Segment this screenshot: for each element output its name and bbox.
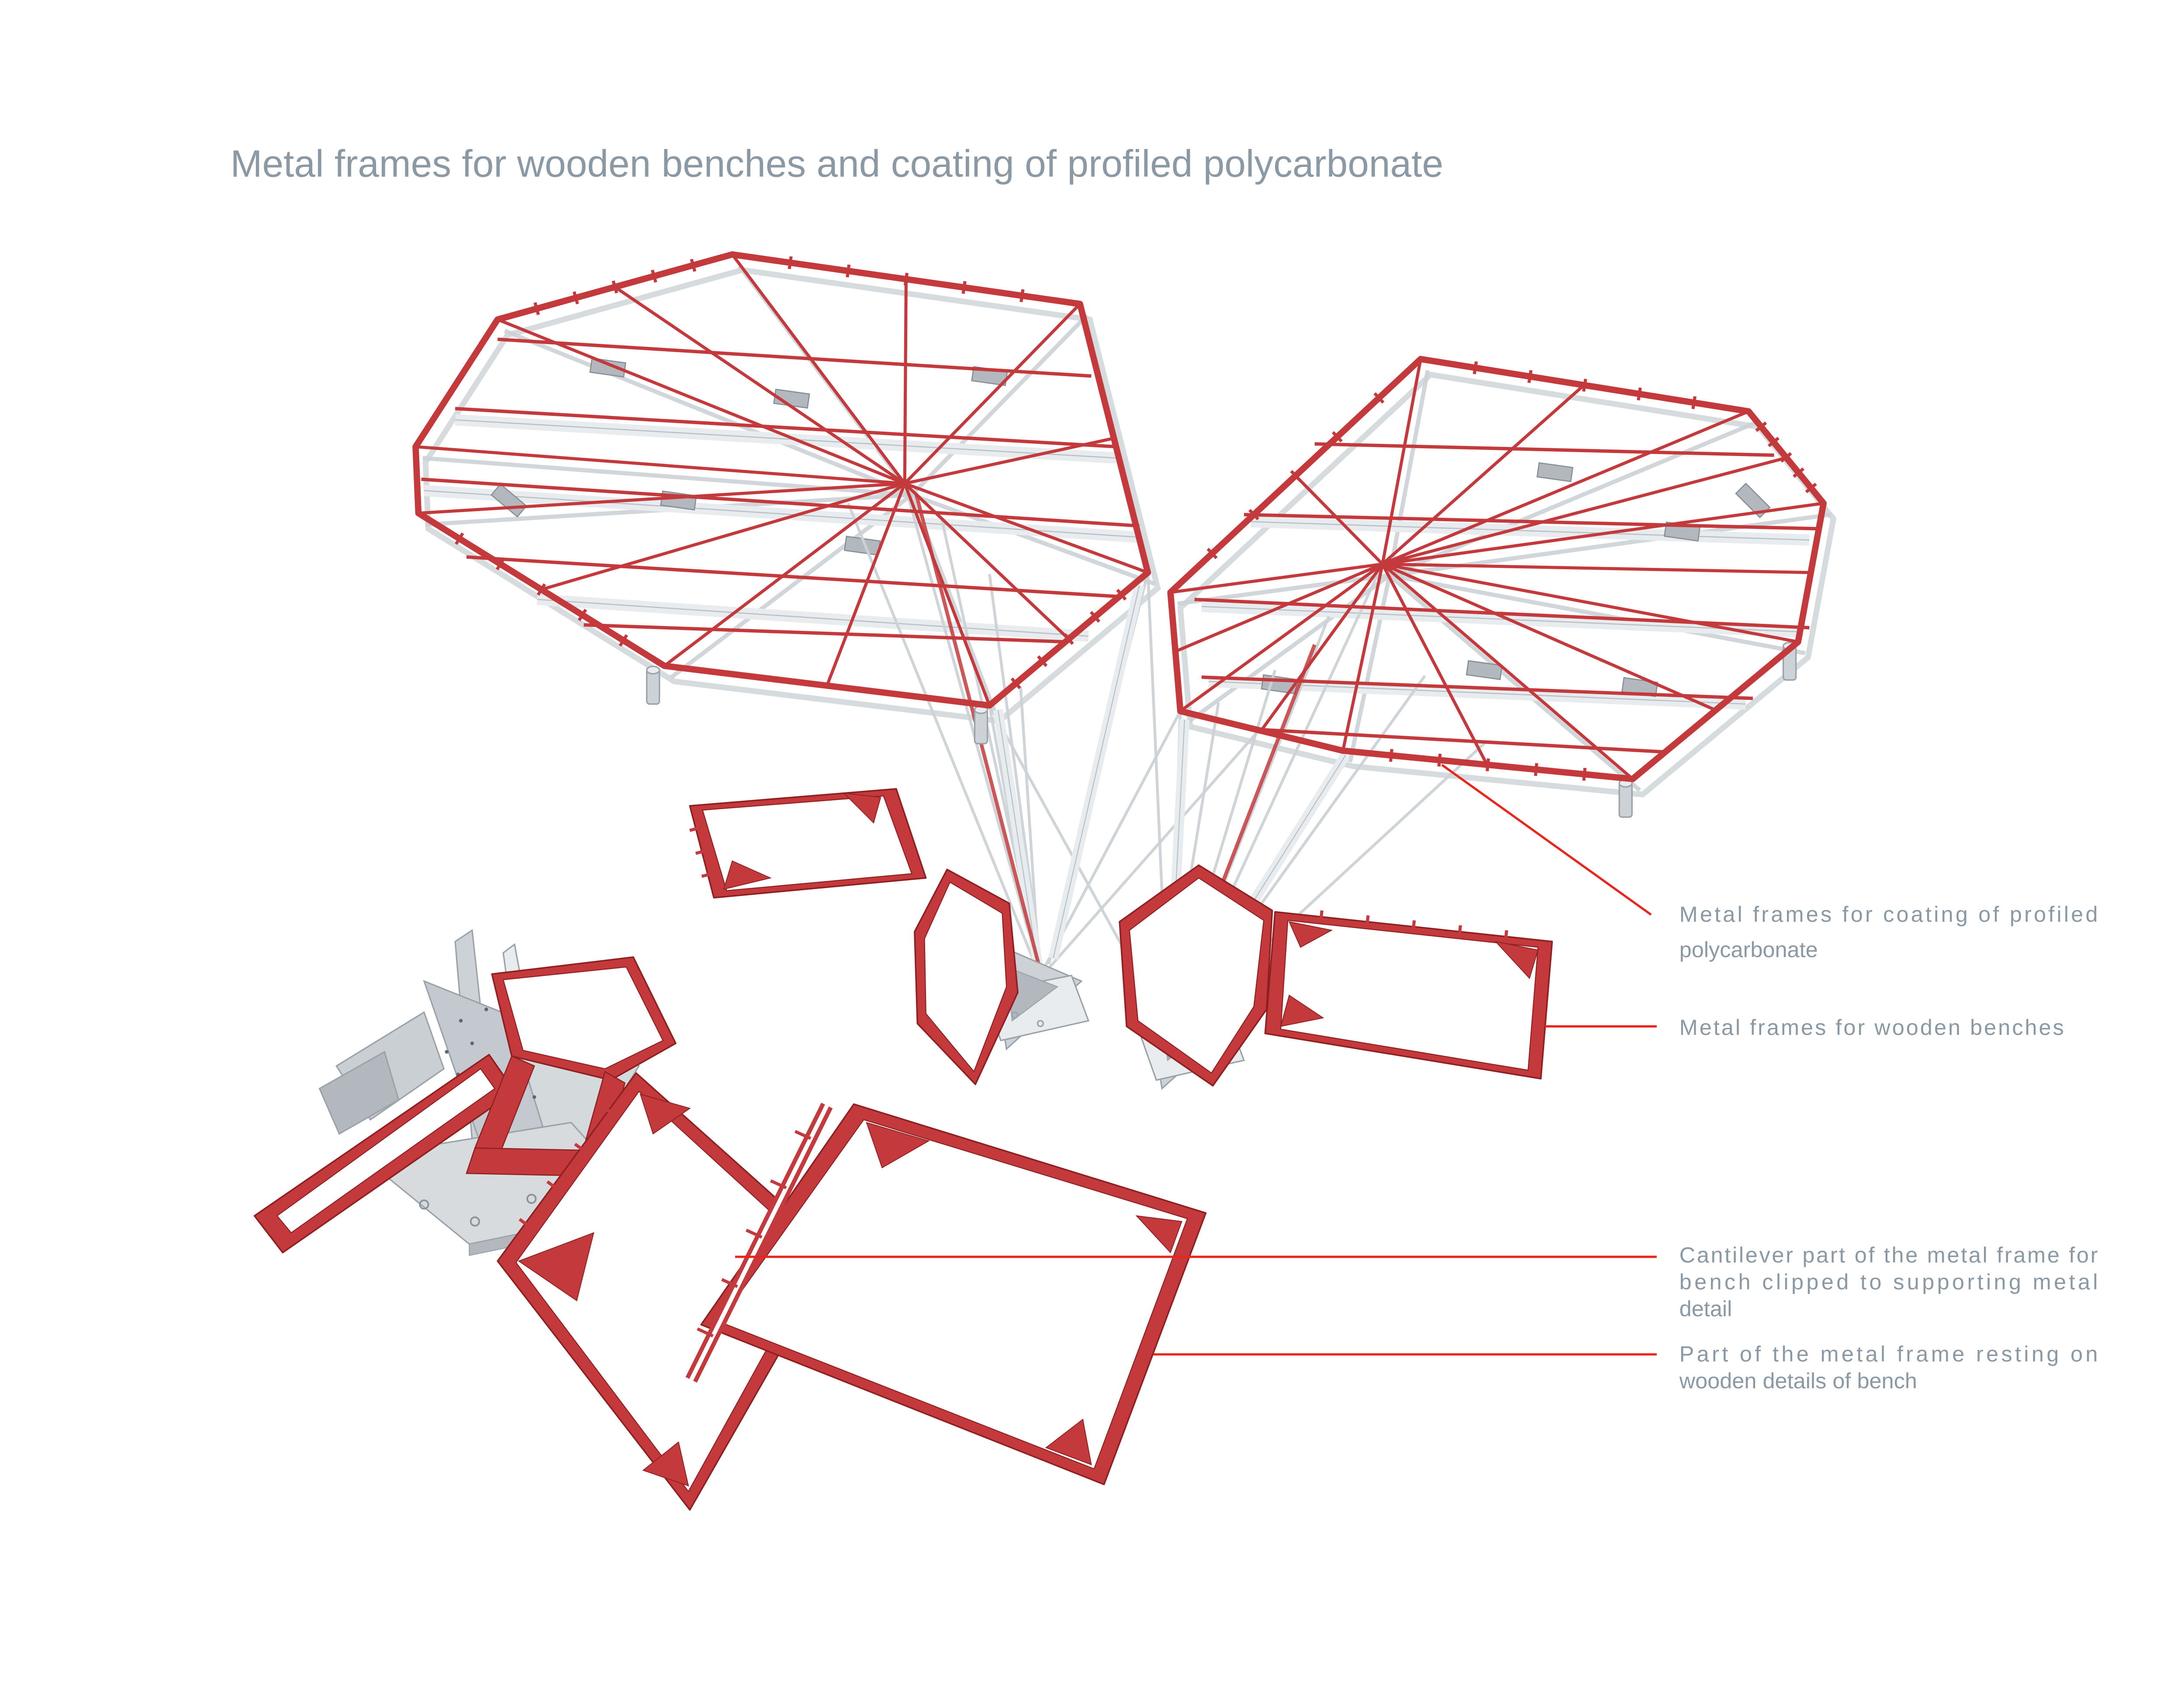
annotation-resting-line-2: wooden details of bench bbox=[1679, 1368, 1917, 1393]
annotation-coating-line-2: polycarbonate bbox=[1679, 937, 1818, 962]
annotation-cantilever-line-1: Cantilever part of the metal frame for bbox=[1679, 1242, 2098, 1267]
annotation-coating-line-1: Metal frames for coating of profiled bbox=[1679, 902, 2098, 927]
annotation-resting-line-1: Part of the metal frame resting on bbox=[1679, 1341, 2098, 1366]
annotation-benches: Metal frames for wooden benches bbox=[1679, 1015, 2064, 1040]
exploded-bench-frames bbox=[497, 1072, 1207, 1511]
canopy-wings bbox=[412, 251, 1827, 782]
annotation-cantilever-line-2: bench clipped to supporting metal bbox=[1679, 1269, 2098, 1294]
leader-lines bbox=[735, 764, 1657, 1356]
support-bracket-detail bbox=[253, 929, 677, 1256]
page-title: Metal frames for wooden benches and coat… bbox=[231, 142, 1444, 185]
annotation-cantilever: Cantilever part of the metal frame for b… bbox=[1679, 1242, 2098, 1321]
annotation-coating: Metal frames for coating of profiled pol… bbox=[1679, 902, 2098, 962]
annotation-resting: Part of the metal frame resting on woode… bbox=[1679, 1341, 2098, 1393]
bench-frame-chains bbox=[689, 788, 1553, 1087]
leader-line-coating bbox=[1441, 764, 1652, 916]
annotation-cantilever-line-3: detail bbox=[1679, 1296, 1732, 1321]
annotation-benches-line-1: Metal frames for wooden benches bbox=[1679, 1015, 2064, 1040]
